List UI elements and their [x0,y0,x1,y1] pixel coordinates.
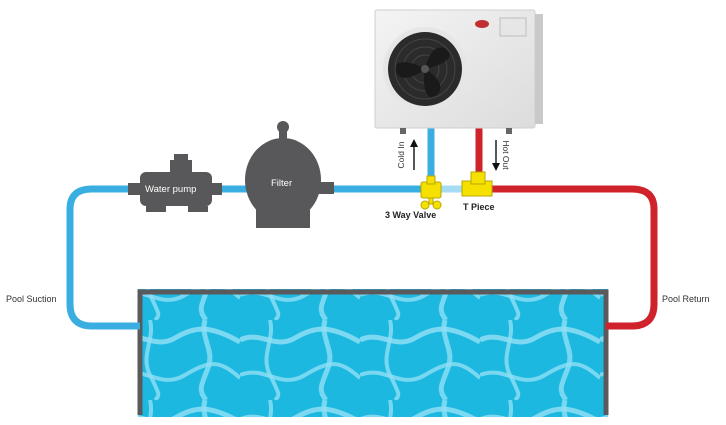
pool-suction-label: Pool Suction [6,294,57,304]
heat-pump-foot-left [400,128,406,134]
pool-return-label: Pool Return [662,294,710,304]
pool [137,289,609,417]
valve-handle-right [432,200,442,210]
heat-pump-unit [374,9,543,134]
pool-return-pipe [490,185,658,330]
cold-in-arrow-icon [410,139,418,170]
filter-inlet [246,180,256,190]
hot-out-arrow-icon [492,140,500,171]
cold-in-label: Cold In [396,141,406,169]
hot-out-label: Hot Out [501,140,511,170]
t-piece-vertical [470,171,486,185]
filter-label: Filter [271,178,293,189]
pump-foot-left [146,206,166,212]
heat-pump-foot-right [506,128,512,134]
filter-valve-stem [279,130,287,142]
filter-tank [245,138,321,222]
sand-filter-icon [245,121,334,228]
pump-lid [174,154,188,162]
water-pump-icon [128,154,222,212]
three-way-valve-label: 3 Way Valve [385,210,437,220]
filter-base [256,210,310,228]
water-pump-label: Water pump [145,184,197,195]
three-way-valve-icon [420,175,442,210]
brand-logo-icon [475,20,489,28]
pump-motor-top [170,160,192,172]
pump-foot-right [188,206,208,212]
control-panel-icon [499,17,527,37]
pool-frame [137,289,609,415]
t-piece-fitting-icon [461,171,493,197]
valve-handle-left [420,200,430,210]
pump-body [140,172,212,206]
fan-hub [421,65,429,73]
t-piece-label: T Piece [463,202,495,212]
filter-outlet [318,182,334,194]
pool-suction-pipe [66,185,150,330]
valve-top [426,175,436,185]
hot-pipe [475,128,658,330]
valve-stem [428,197,434,205]
fan-blades-icon [395,47,450,97]
pool-water [138,289,608,417]
heat-pump-side-panel [535,14,543,124]
pump-inlet [128,183,142,195]
pump-outlet [210,183,222,195]
